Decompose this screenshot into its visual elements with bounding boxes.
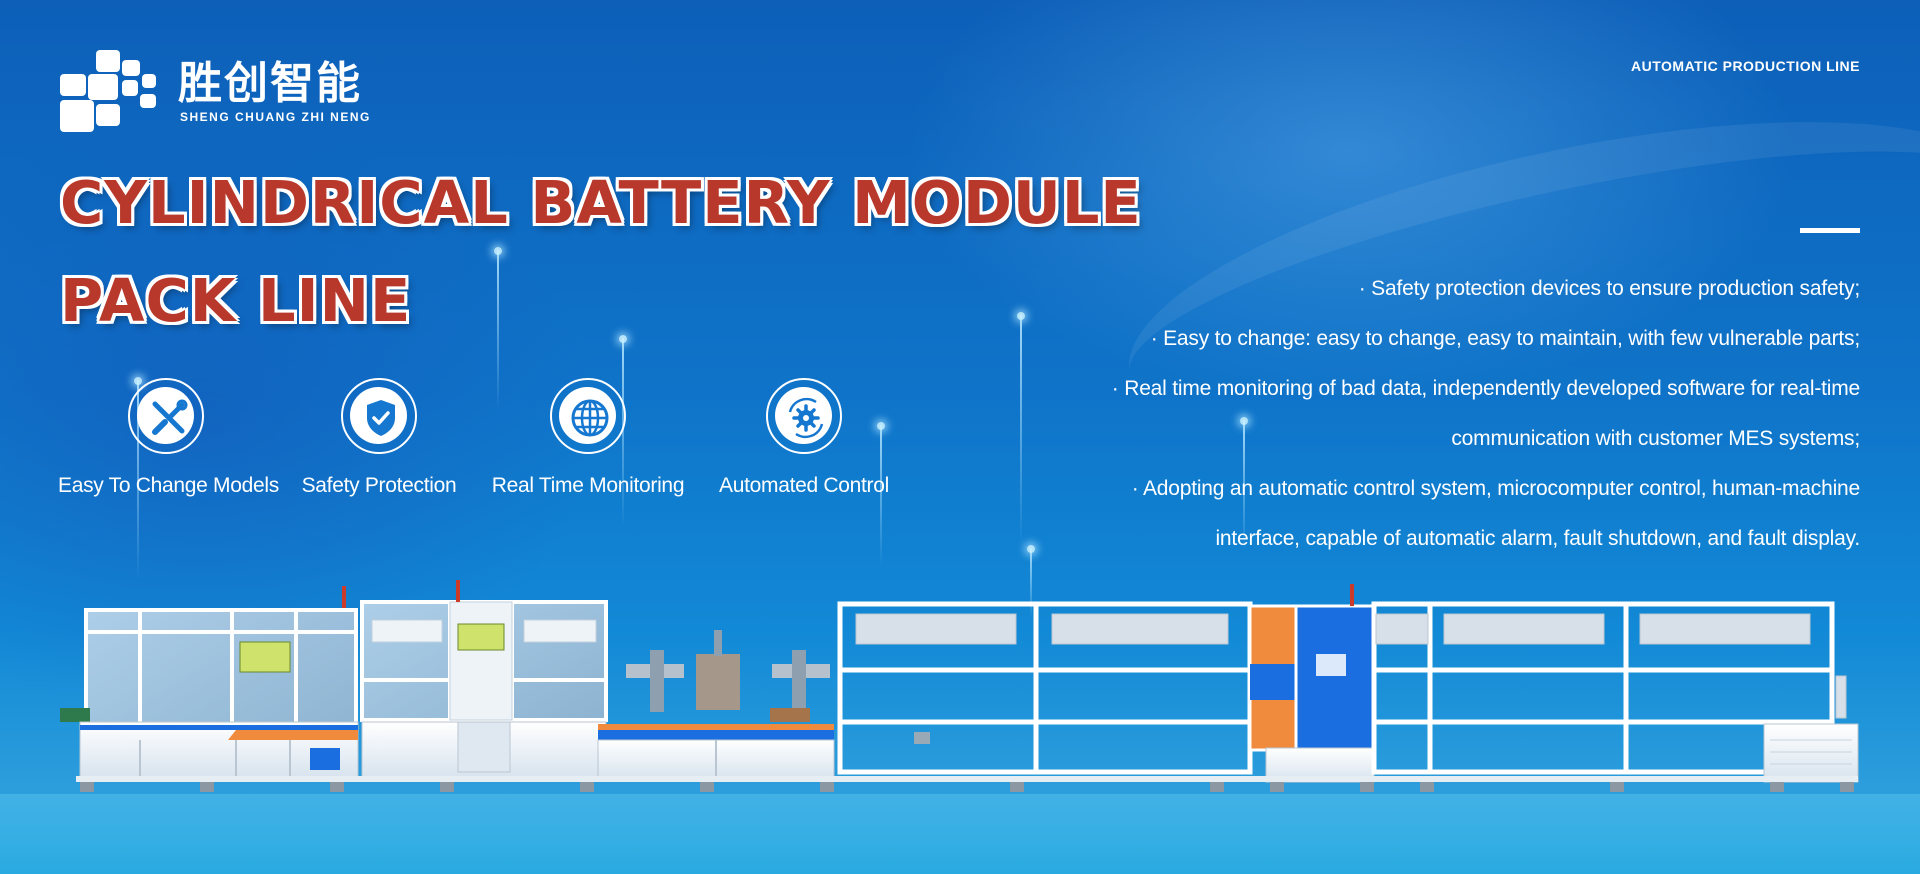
feature-description-list: · Safety protection devices to ensure pr… (960, 264, 1860, 564)
light-ray (1017, 312, 1025, 545)
light-ray (619, 335, 627, 528)
feature-item: Real Time Monitoring (490, 378, 686, 498)
page-title-line-1: CYLINDRICAL BATTERY MODULE (60, 168, 1142, 237)
page-title-line-2: PACK LINE (60, 266, 412, 335)
feature-label: Automated Control (719, 474, 889, 497)
feature-list: Easy To Change Models Safety Protection (58, 378, 918, 518)
light-ray (134, 377, 142, 580)
description-line: · Real time monitoring of bad data, inde… (1111, 377, 1860, 400)
description-line: · Easy to change: easy to change, easy t… (1150, 327, 1861, 350)
feature-item: Easy To Change Models (58, 378, 279, 498)
description-line: · Adopting an automatic control system, … (1131, 477, 1861, 500)
brand-name-english: SHENG CHUANG ZHI NENG (180, 110, 371, 124)
header-tagline: AUTOMATIC PRODUCTION LINE (1631, 58, 1860, 74)
accent-dash (1800, 228, 1860, 233)
feature-item: Safety Protection (294, 378, 464, 498)
feature-label: Safety Protection (301, 474, 457, 497)
brand-name-chinese: 胜创智能 (178, 58, 362, 109)
globe-icon (550, 378, 626, 454)
tools-icon (128, 378, 204, 454)
shield-check-icon (341, 378, 417, 454)
description-line: · Safety protection devices to ensure pr… (1358, 277, 1860, 300)
floor-reflection (0, 794, 1920, 874)
feature-item: Automated Control (714, 378, 894, 498)
gear-cycle-icon (766, 378, 842, 454)
light-ray (1240, 417, 1248, 550)
brand-logo[interactable]: 胜创智能 SHENG CHUANG ZHI NENG (60, 50, 390, 132)
production-line-image (60, 580, 1859, 792)
description-line: interface, capable of automatic alarm, f… (1215, 527, 1860, 550)
feature-label: Easy To Change Models (58, 474, 279, 497)
description-line: communication with customer MES systems; (1451, 427, 1860, 450)
light-ray (877, 422, 885, 565)
logo-squares-icon (60, 50, 156, 132)
light-ray (1027, 545, 1035, 618)
feature-label: Real Time Monitoring (491, 474, 685, 497)
light-ray (494, 247, 502, 410)
